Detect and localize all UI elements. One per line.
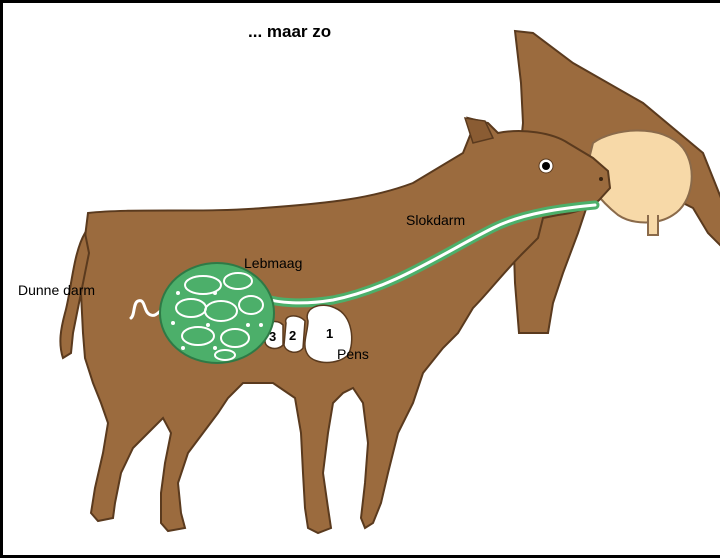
abomasum-dot — [213, 291, 217, 295]
label-lebmaag: Lebmaag — [244, 255, 302, 271]
calf-pupil — [542, 162, 550, 170]
compartment-number-2: 2 — [289, 328, 296, 343]
label-pens: Pens — [337, 346, 369, 362]
abomasum-dot — [259, 323, 263, 327]
abomasum-dot — [171, 321, 175, 325]
abomasum-dot — [206, 323, 210, 327]
abomasum-dot — [213, 346, 217, 350]
calf-nostril — [599, 177, 603, 181]
abomasum-dot — [181, 346, 185, 350]
abomasum — [160, 263, 274, 363]
abomasum-dot — [176, 291, 180, 295]
diagram-title: ... maar zo — [248, 22, 331, 41]
teat-shape — [648, 215, 658, 235]
label-slokdarm: Slokdarm — [406, 212, 465, 228]
cow-digestion-diagram: ... maar zo 1 2 3 — [3, 3, 720, 558]
abomasum-dot — [246, 323, 250, 327]
label-dunne-darm: Dunne darm — [18, 282, 95, 298]
compartment-number-1: 1 — [326, 326, 333, 341]
